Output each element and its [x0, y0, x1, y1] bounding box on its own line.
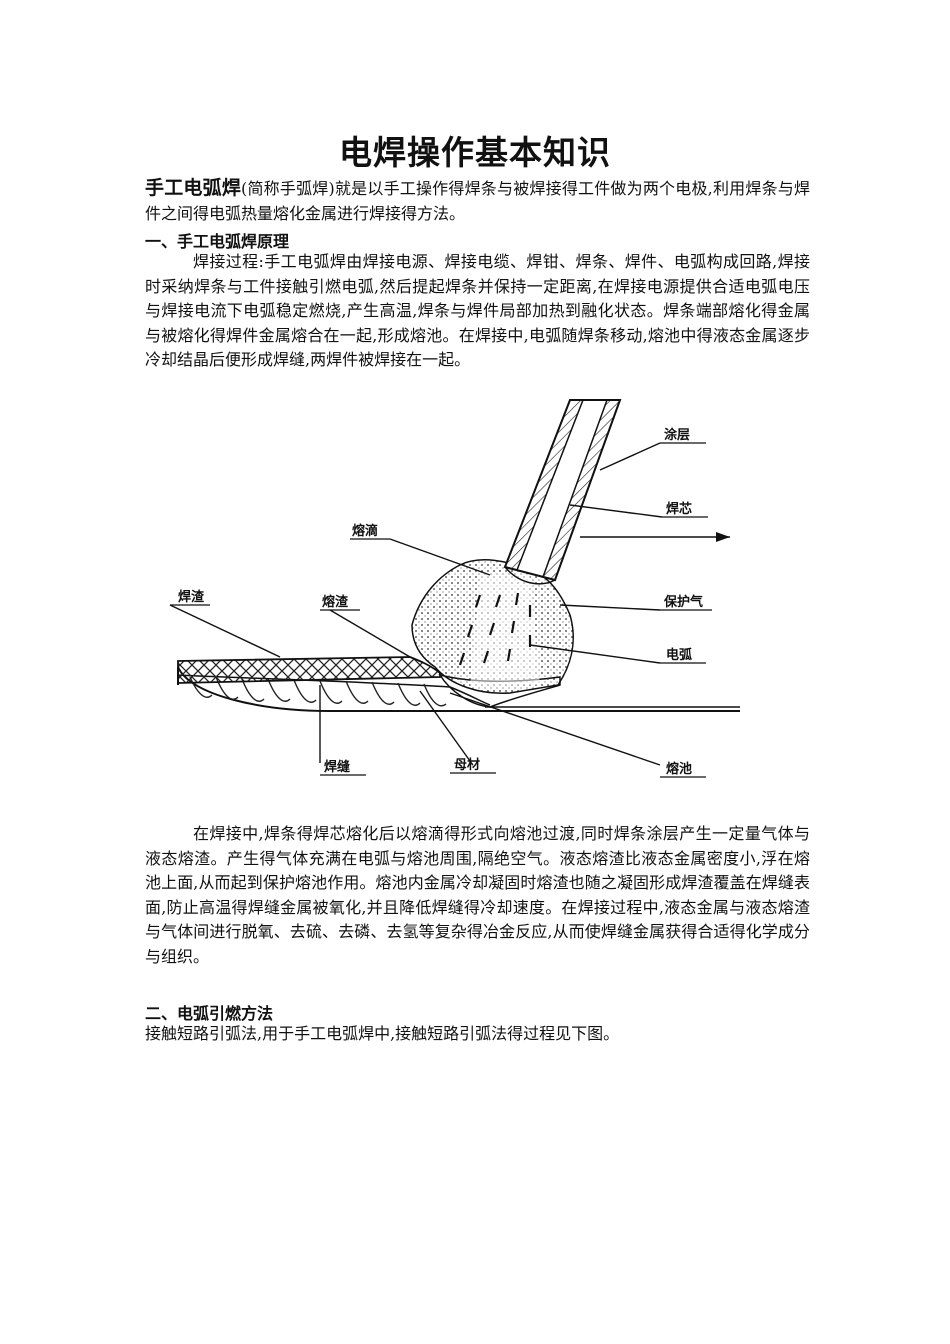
- label-core: 焊芯: [666, 501, 692, 517]
- paragraph-2: 在焊接中,焊条得焊芯熔化后以熔滴得形式向熔池过渡,同时焊条涂层产生一定量气体与液…: [145, 824, 810, 966]
- intro-term: 手工电弧焊: [145, 177, 242, 199]
- section1-paragraph: 焊接过程:手工电弧焊由焊接电源、焊接电缆、焊钳、焊条、焊件、电弧构成回路,焊接时…: [145, 252, 810, 369]
- label-molten-pool: 熔池: [666, 761, 692, 777]
- arc-droplets: [458, 592, 532, 666]
- label-arc: 电弧: [666, 647, 692, 663]
- label-slag-left: 焊渣: [178, 589, 205, 605]
- label-shield-gas: 保护气: [663, 594, 703, 610]
- label-droplet: 熔滴: [352, 523, 378, 539]
- label-coating: 涂层: [664, 427, 690, 443]
- label-base-metal: 母材: [454, 757, 480, 773]
- welding-diagram-svg: 涂层 焊芯 熔滴 焊渣 熔渣 保护气 电弧 焊缝 母材 熔池: [169, 399, 740, 778]
- label-weld-seam: 焊缝: [324, 759, 350, 775]
- section1-heading: 一、手工电弧焊原理: [145, 232, 290, 251]
- slag-layer: [177, 656, 441, 684]
- leader-lines: [169, 442, 663, 766]
- section2-heading: 二、电弧引燃方法: [145, 1004, 274, 1023]
- electrode: [503, 399, 622, 585]
- welding-diagram: 涂层 焊芯 熔滴 焊渣 熔渣 保护气 电弧 焊缝 母材 熔池: [150, 395, 750, 795]
- section2-paragraph: 接触短路引弧法,用于手工电弧焊中,接触短路引弧法得过程见下图。: [145, 1024, 620, 1043]
- label-slag-mid: 熔渣: [322, 594, 349, 610]
- intro-paragraph: 手工电弧焊(简称手弧焊)就是以手工操作得焊条与被焊接得工件做为两个电极,利用焊条…: [145, 176, 810, 226]
- page-title: 电焊操作基本知识: [339, 133, 611, 172]
- intro-text: (简称手弧焊)就是以手工操作得焊条与被焊接得工件做为两个电极,利用焊条与焊件之间…: [145, 179, 810, 223]
